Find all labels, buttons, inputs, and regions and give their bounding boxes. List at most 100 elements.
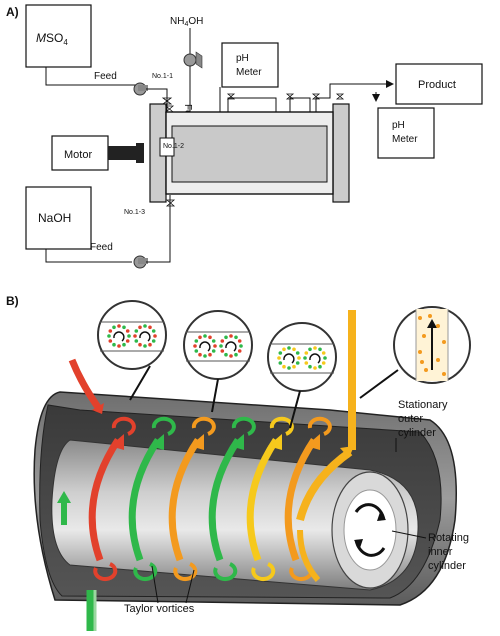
particle-dot [133,334,137,338]
particle-dot [237,339,242,343]
particle-dot [138,325,142,330]
vortex-ring-bottom [173,562,198,582]
particle-dot [108,329,113,333]
panel-a: A) MSO4 NaOH Motor Feed No.1-1 NH4OH Fee… [6,4,483,269]
vortex-arrow [284,438,317,562]
vortex-ring-top [191,416,216,436]
vortex-arrow-head [190,434,204,450]
circulation-arrow-icon [225,341,237,352]
rotating-line3: cylinder [428,560,466,572]
particle-dot [313,346,317,350]
nh4oh-label: NH4OH [170,16,203,28]
product-box [395,63,483,105]
taylor-vortices [88,416,332,582]
circulation-arrow-icon [309,353,321,364]
vortex-ring-bottom [133,562,158,582]
particle-dot [108,339,113,343]
feed-line-naoh [45,249,132,263]
particle-dot [234,335,238,340]
panel-b-label: B) [6,294,19,308]
particle-dot [122,342,126,347]
particle-dot [194,349,199,353]
particle-dot [229,334,233,338]
taylor-pointer-1 [151,565,159,604]
particle-dot [143,344,147,348]
particle-dot [151,339,156,343]
vortex-ring-bottom [251,562,276,582]
valve-1-3 [165,199,176,207]
particle-dot [122,325,126,330]
vortex-ring-top [231,416,256,436]
product-label: Product [418,79,456,91]
particle-dot [278,351,283,355]
stationary-line3: cylinder [398,427,436,439]
particle-dot [318,347,322,352]
outflow-arrow-head [340,446,354,458]
particle-dot [304,361,309,365]
mso4-label: MSO4 [36,31,68,47]
zoom-circle-4 [359,306,471,399]
particle-dot [436,358,440,362]
motor-label: Motor [64,149,92,161]
particle-dot [442,340,446,344]
particle-dot [224,352,228,357]
reactor-a: No.1-2 [149,103,350,203]
vortex-ring-top [111,416,136,436]
particle-dot [277,356,281,360]
zoom-circle-3 [267,322,337,429]
particle-dot [112,342,116,347]
particle-dot [418,316,422,320]
stationary-line2: outer [398,413,423,425]
ph-meter-1-line2: Meter [236,67,262,78]
particle-dot [282,347,286,352]
particle-dot [442,372,446,376]
particle-dot [229,354,233,358]
reactor-inner-cylinder [171,125,328,183]
particle-dot [211,339,216,343]
ph-meter-2-line2: Meter [392,134,418,145]
panel-a-label: A) [6,5,19,19]
pump-naoh [133,255,148,269]
vortex-arrow [88,438,121,562]
return-arrow [297,529,321,583]
pump-nh4oh [183,51,203,69]
flange-right [332,103,350,203]
particle-dot [125,329,130,333]
stationary-line1: Stationary [398,399,448,411]
rotating-line2: inner [428,546,453,558]
particle-dot [237,349,242,353]
particle-dot [295,351,300,355]
feed-bottom-label: Feed [90,242,113,253]
vortex-arrow [246,438,279,562]
feed-line-naoh-2 [146,195,171,263]
particle-dot [203,334,207,338]
inflow-arrow-green-head [57,491,71,503]
vortex-ring-top [151,416,176,436]
particle-dot [117,344,121,348]
particle-dots [107,314,446,376]
particle-dot [295,361,300,365]
inflow-arrow-red [68,358,103,413]
particle-dot [308,347,312,352]
inner-cylinder-face [343,489,397,571]
particle-dot [203,354,207,358]
particle-dot [318,364,322,369]
particle-dot [422,334,426,338]
taylor-pointer-2 [185,569,195,604]
particle-dot [220,349,225,353]
particle-dot [297,356,301,360]
feed-top-label: Feed [94,71,117,82]
particle-dot [292,347,296,352]
zoom-circle-2 [183,310,253,413]
feed-line-mso4-2 [146,88,168,120]
particle-dot [224,335,228,340]
particle-dot [194,339,199,343]
motor-coupling [136,143,144,163]
inlet-1-2 [159,137,175,157]
particle-dot [151,329,156,333]
particle-dot [323,356,327,360]
valves-top [226,93,345,100]
vortex-arrow-head [110,434,124,450]
particle-dot [143,324,147,328]
circulation-arrow-icon [283,353,295,364]
